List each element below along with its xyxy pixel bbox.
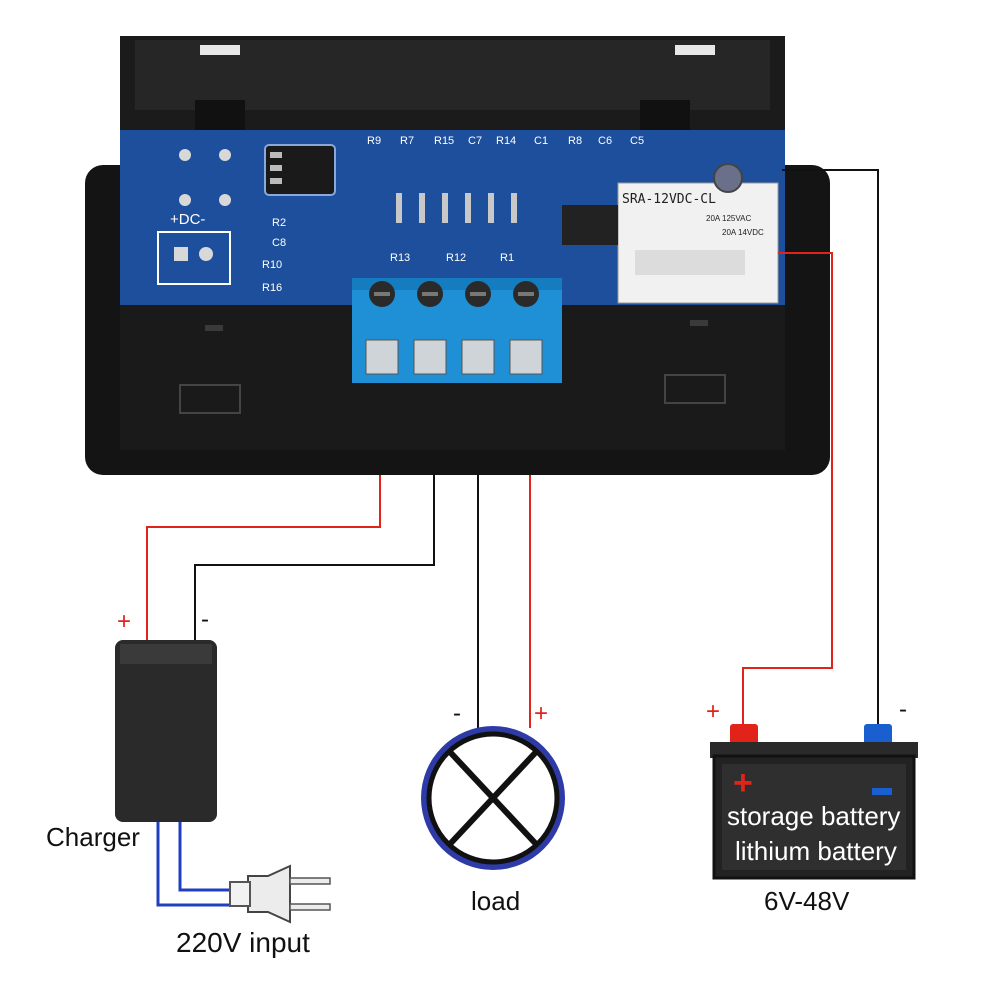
pcb-label-c8: C8 xyxy=(272,237,287,249)
pcb-label-r16: R16 xyxy=(262,282,283,294)
wire-battery-negative xyxy=(782,169,879,728)
battery-minus-sign: - xyxy=(899,696,907,723)
load-label: load xyxy=(471,886,521,916)
pcb-label-r9: R9 xyxy=(367,135,382,147)
capacitor xyxy=(713,163,743,193)
terminal-clamps xyxy=(365,339,543,375)
pcb-label-c6: C6 xyxy=(598,135,613,147)
plug-icon xyxy=(229,864,331,924)
wire-plug-b xyxy=(178,820,250,892)
battery-voltage-label: 6V-48V xyxy=(764,886,850,916)
pcb-label-r1: R1 xyxy=(500,252,515,264)
pin-header xyxy=(396,193,517,223)
pcb-label-r8: R8 xyxy=(568,135,583,147)
load-plus-sign: + xyxy=(534,700,549,727)
pcb-label-r14: R14 xyxy=(496,135,517,147)
terminal-block xyxy=(352,278,562,383)
pcb-label-r12: R12 xyxy=(446,252,467,264)
relay xyxy=(617,182,779,304)
relay-rating-1: 20A 14VDC xyxy=(722,228,764,237)
ic-chip xyxy=(562,205,618,245)
wires xyxy=(146,169,879,907)
wire-charger-negative xyxy=(194,475,435,640)
pcb-label-r2: R2 xyxy=(272,217,287,229)
charger-adapter xyxy=(115,640,217,822)
battery-type-line2: lithium battery xyxy=(735,836,897,866)
wire-battery-positive xyxy=(742,252,833,728)
relay-model-label: SRA-12VDC-CL xyxy=(622,192,716,207)
dc-input-header xyxy=(157,231,231,285)
pcb-label-c7: C7 xyxy=(468,135,483,147)
charger-minus-sign: - xyxy=(201,606,209,633)
battery-plus-sign: + xyxy=(706,698,721,725)
battery-type-line1: storage battery xyxy=(727,801,901,831)
charger-label: Charger xyxy=(46,822,140,852)
charger-plus-sign: + xyxy=(117,608,132,635)
input-voltage-label: 220V input xyxy=(176,927,310,958)
wire-plug-a xyxy=(156,820,250,907)
pcb-label-c1: C1 xyxy=(534,135,549,147)
pcb-label-r13: R13 xyxy=(390,252,411,264)
load-minus-sign: - xyxy=(453,700,461,727)
pcb-label-r10: R10 xyxy=(262,259,283,271)
controller-module xyxy=(85,36,830,475)
battery-panel-minus-mark xyxy=(872,788,892,795)
load-lamp-icon xyxy=(421,726,565,870)
regulator-chip xyxy=(264,144,336,196)
pcb-label-r7: R7 xyxy=(400,135,415,147)
wire-charger-positive xyxy=(146,475,381,640)
terminal-screws xyxy=(369,281,539,307)
pcb-label-c5: C5 xyxy=(630,135,645,147)
battery-icon xyxy=(710,724,918,880)
battery-panel-plus-sign: + xyxy=(733,764,753,802)
relay-rating-2: 20A 125VAC xyxy=(706,214,752,223)
pcb-label-r15: R15 xyxy=(434,135,455,147)
dc-input-label: +DC- xyxy=(170,211,206,228)
